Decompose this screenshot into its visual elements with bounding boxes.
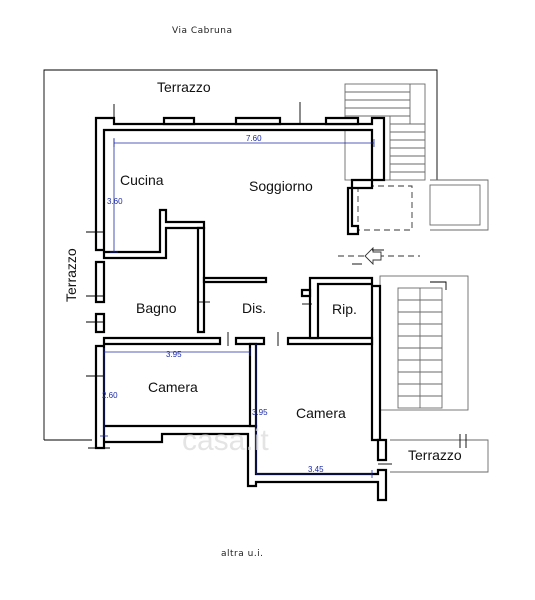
- exterior-walls: [94, 116, 388, 502]
- dim-bedroom-left-height: 2.60: [102, 391, 118, 400]
- dim-kitchen-height: 3.60: [107, 197, 123, 206]
- dimension-lines: [100, 138, 375, 478]
- street-label: Via Cabruna: [172, 26, 232, 36]
- terrace-right-label: Terrazzo: [408, 447, 462, 463]
- interior-walls: [102, 208, 374, 428]
- storage-label: Rip.: [332, 301, 357, 317]
- top-windows: [162, 116, 360, 126]
- bath-label: Bagno: [136, 300, 177, 316]
- living-label: Soggiorno: [249, 178, 313, 194]
- kitchen-label: Cucina: [120, 172, 164, 188]
- watermark-text: casa.it: [182, 424, 269, 457]
- stair-top: [344, 83, 426, 181]
- door-ticks: [86, 102, 467, 465]
- bottom-note: altra u.i.: [221, 549, 264, 559]
- dim-bedroom-left-width: 3.95: [166, 350, 182, 359]
- bedroom-left-label: Camera: [148, 379, 198, 395]
- dim-bedroom-right-height: 3.95: [252, 408, 268, 417]
- hall-label: Dis.: [242, 300, 266, 316]
- terrace-boundary: [43, 69, 489, 473]
- terrace-left-label: Terrazzo: [63, 248, 79, 302]
- dim-bedroom-right-width: 3.45: [308, 465, 324, 474]
- stair-right: [379, 275, 469, 411]
- terrace-top-label: Terrazzo: [157, 79, 211, 95]
- dim-living-width: 7.60: [246, 134, 262, 143]
- entrance-arrow-icon: [364, 246, 382, 266]
- bedroom-right-label: Camera: [296, 405, 346, 421]
